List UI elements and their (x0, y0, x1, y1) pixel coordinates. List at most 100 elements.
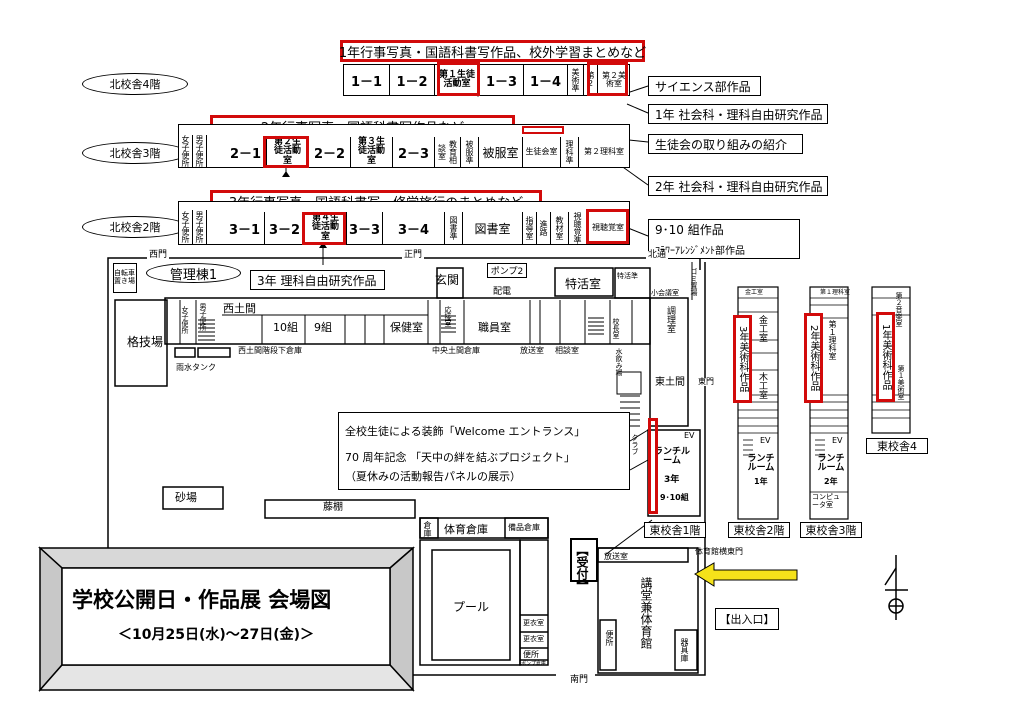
room-3-1: 3－1 (225, 212, 265, 244)
entrance: 【出入口】 (715, 608, 779, 630)
highlight-activity4 (302, 212, 346, 245)
housou-gym: 放送室 (604, 552, 628, 561)
highlight-art2 (587, 62, 628, 96)
room-1-1: 1－1 (344, 65, 390, 95)
f3-wc-men: 男子便所 (195, 135, 204, 167)
room-3-2: 3－2 (265, 212, 305, 244)
bike-parking: 自転車置き場 (113, 263, 137, 293)
page-dates: ＜10月25日(水)～27日(金)＞ (118, 627, 315, 643)
north2-label: 北校舎2階 (82, 216, 188, 238)
note-y2-research: 2年 社会科・理科自由研究作品 (648, 176, 828, 196)
pump-soko: ポンプ倉庫 (521, 661, 546, 667)
note-student-council: 生徒会の取り組みの紹介 (648, 134, 803, 154)
note-910-flower: 9･10 組作品 ﾌﾗﾜｰｱﾚﾝｼﾞﾒﾝﾄ部作品 (648, 219, 800, 259)
note-y1-research: 1年 社会科・理科自由研究作品 (648, 104, 828, 124)
kinkou-jun: 金工室 (745, 289, 764, 296)
pump2: ポンプ2 (487, 263, 527, 278)
ev-east2: EV (760, 436, 771, 445)
room-2: 第2 (584, 65, 598, 95)
room-student-council: 生徒会室 (523, 137, 561, 167)
room-2-3: 2－3 (393, 137, 435, 167)
soko: 倉庫 (423, 521, 432, 537)
konpyu: コンピュータ室 (812, 493, 840, 509)
class10: 10組 (273, 321, 298, 334)
lunch-east2: ランチルーム (747, 454, 775, 473)
room-2-2: 2－2 (309, 137, 351, 167)
room-1-3: 1－3 (480, 65, 524, 95)
highlight-east-corridor (648, 418, 658, 514)
east4-label: 東校舎4 (866, 438, 928, 454)
kigu: 器具庫 (680, 638, 689, 662)
bihin-soko: 備品倉庫 (508, 523, 540, 532)
room-av: 視聴覚室 (592, 222, 624, 232)
note-science-club: サイエンス部作品 (648, 76, 761, 96)
f2-wc-women: 女子便所 (181, 211, 190, 243)
gym-gate: 体育館横東門 (695, 547, 743, 556)
hoken: 保健室 (390, 321, 423, 334)
lunch-y3: 3年 (664, 475, 680, 485)
kinkou: 金工室 (757, 315, 767, 342)
ev-east3: EV (832, 436, 843, 445)
highlight-council (522, 126, 564, 134)
kodo: 講堂兼体育館 (639, 577, 653, 649)
room-3-4: 3－4 (383, 212, 445, 244)
east4-art: 1年美術科作品 (876, 312, 895, 402)
higashidoma: 東土間 (655, 377, 685, 388)
shokuin: 職員室 (478, 321, 511, 334)
tokkatsu: 特活室 (565, 277, 602, 291)
housou: 放送室 (520, 346, 544, 355)
kouchou: 校長室 (612, 318, 620, 339)
note-welcome: 全校生徒による装飾「Welcome エントランス」 70 周年記念 「天中の絆を… (338, 412, 630, 490)
ongaku2: 第２音楽室 (895, 292, 903, 327)
tokkatsu-jun: 特活準 (617, 272, 638, 280)
east2-art: 3年美術科作品 (733, 315, 752, 403)
room-art-prep: 美術準 (571, 68, 580, 92)
class9: 9組 (314, 321, 332, 334)
room-sewing: 被服室 (479, 137, 523, 167)
benjo: 便所 (523, 650, 539, 659)
lunch-east3: ランチルーム (817, 454, 845, 473)
highlight-activity2 (263, 136, 309, 168)
lunch-y1: 1年 (754, 477, 768, 486)
chouri: 調理室 (665, 306, 675, 333)
club: クラブ (631, 434, 639, 455)
floor4-banner: 1年行事写真・国語科書写作品、校外学習まとめなど (339, 40, 646, 62)
highlight-activity1 (437, 62, 480, 96)
room-2-1: 2－1 (225, 137, 267, 167)
kaigi: 小会議室 (651, 289, 679, 297)
lunch-910: 9･10組 (660, 493, 689, 502)
room-activity4: 第４生徒活動室 (305, 212, 347, 244)
room-library: 図書室 (463, 212, 523, 244)
floor3-building: 女子便所 男子便所 2－1 第２生徒活動室 2－2 第３生徒活動室 2－3 教育… (178, 124, 630, 168)
taiiku-soko: 体育倉庫 (444, 523, 488, 536)
admin1-label: 管理棟1 (146, 263, 241, 283)
east-gate: 東門 (698, 377, 714, 386)
kakugi: 格技場 (127, 335, 164, 349)
room-sewing-prep: 被服準 (465, 140, 474, 164)
room-sci-prep: 理科準 (565, 140, 574, 164)
admin-wc-women: 女子便所 (181, 306, 189, 334)
f2-wc-men: 男子便所 (195, 211, 204, 243)
north4-label: 北校舎4階 (82, 73, 188, 95)
koui2: 更衣室 (523, 635, 544, 643)
east1-label: 東校舎1階 (644, 522, 706, 538)
nishidoma-shoes: 西土間階段下倉庫 (238, 346, 302, 355)
west-gate: 西門 (147, 250, 170, 260)
mokkou: 木工室 (757, 372, 767, 399)
koui1: 更衣室 (523, 619, 544, 627)
room-materials: 教材室 (555, 216, 564, 240)
highlight-av (586, 209, 629, 244)
page-title: 学校公開日・作品展 会場図 (72, 588, 332, 612)
room-3-3: 3－3 (347, 212, 383, 244)
room-career: 進路 (539, 220, 548, 236)
lunch-y2: 2年 (824, 477, 838, 486)
room-counseling: 教育相談室 (437, 140, 458, 164)
nishidoma: 西土間 (223, 302, 256, 315)
haiden: 配電 (493, 287, 512, 297)
main-gate: 正門 (402, 250, 425, 260)
gomi: ゴミ置場 (690, 268, 698, 296)
note-y3-research: 3年 理科自由研究作品 (250, 270, 385, 290)
genkan: 玄関 (435, 273, 460, 287)
admin-wc-men: 男子便所 (199, 303, 207, 331)
